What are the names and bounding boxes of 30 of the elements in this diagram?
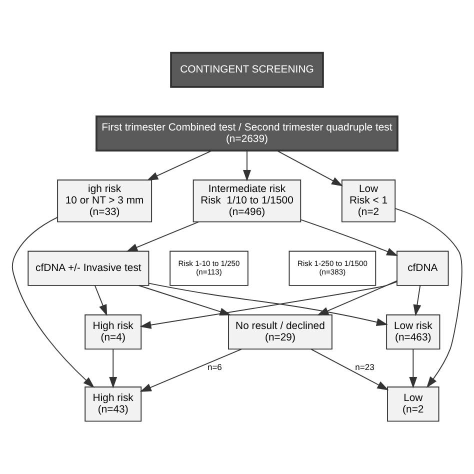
node-box: Risk 1-250 to 1/1500 (n=383) — [288, 250, 376, 286]
node-box: Low risk (n=463) — [386, 314, 440, 350]
node-box: CONTINGENT SCREENING — [170, 52, 324, 88]
arrow — [409, 348, 418, 388]
arrow — [395, 208, 462, 388]
edge-label: n=6 — [207, 362, 222, 372]
arrow — [109, 348, 118, 388]
arrow — [126, 221, 200, 252]
arrow — [12, 216, 94, 388]
node-box: cfDNA — [396, 250, 449, 286]
node-box: High risk (n=43) — [84, 386, 142, 422]
edge-label: n=23 — [355, 362, 374, 372]
arrow — [300, 219, 398, 256]
node-box: No result / declined (n=29) — [228, 314, 332, 350]
arrow — [317, 280, 398, 316]
node-box: High risk (n=4) — [84, 314, 142, 350]
node-box: igh risk 10 or NT > 3 mm (n=33) — [57, 180, 152, 222]
node-box: Low (n=2 — [387, 386, 440, 422]
node-box: Low Risk < 1 (n=2 — [341, 180, 396, 222]
node-box: First trimester Combined test / Second trimester quadruple test (n=2639) — [96, 115, 398, 152]
arrow — [276, 150, 343, 186]
arrow — [243, 150, 251, 182]
arrow — [310, 348, 389, 390]
node-box: Risk 1-10 to 1/250 (n=113) — [170, 250, 248, 286]
arrow — [140, 348, 242, 392]
node-box: Intermediate risk Risk 1/10 to 1/1500 (n=496) — [192, 180, 302, 222]
arrow — [413, 285, 422, 316]
node-box: cfDNA +/- Invasive test — [28, 250, 150, 286]
arrow — [146, 150, 212, 181]
arrow — [94, 285, 108, 316]
